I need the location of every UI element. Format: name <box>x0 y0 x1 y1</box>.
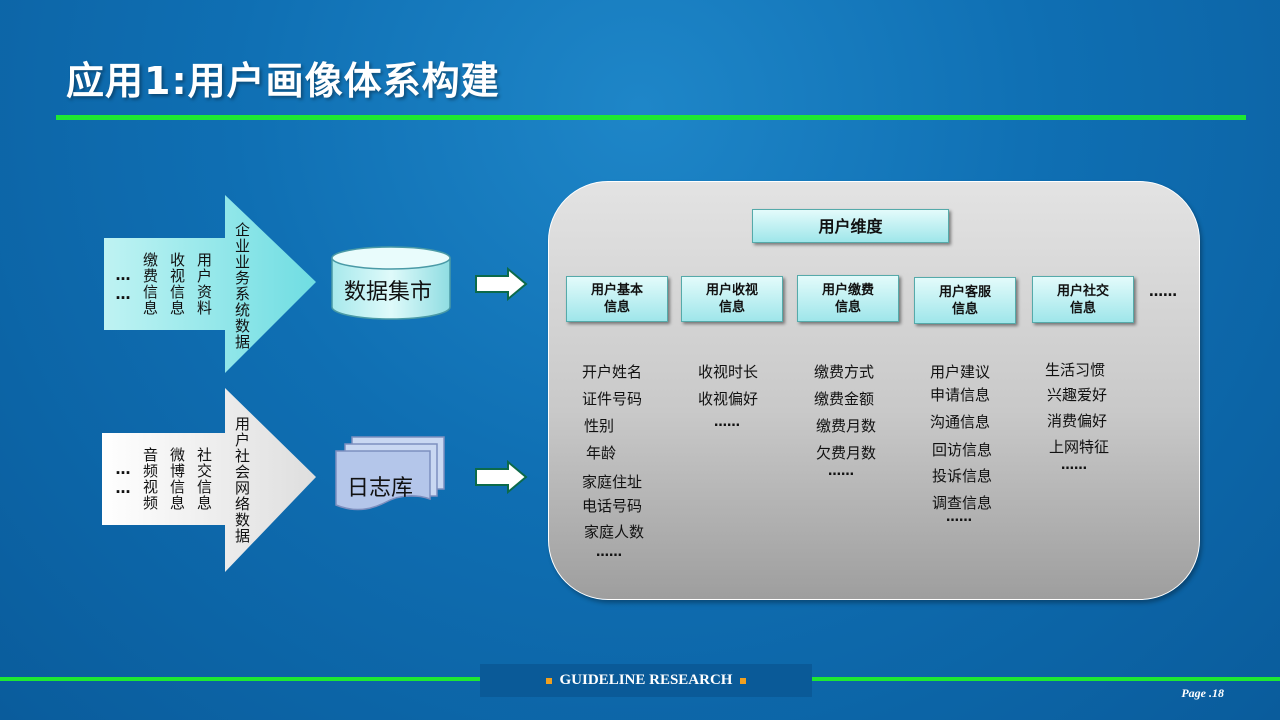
list-item: 收视时长 <box>698 363 759 381</box>
page-number: Page .18 <box>1181 686 1224 700</box>
footer-brand: GUIDELINE RESEARCH <box>480 664 812 697</box>
source1-label: 企业业务系统数据 <box>233 222 251 350</box>
source1-item: 缴费信息 <box>141 252 159 316</box>
source2-label: 用户社会网络数据 <box>233 416 251 544</box>
datamart-cylinder-icon <box>331 246 451 320</box>
page-title: 应用1:用户画像体系构建 <box>66 59 500 103</box>
list-item: 兴趣爱好 <box>1047 386 1108 404</box>
list-item: …… <box>1061 458 1087 473</box>
list-item: 开户姓名 <box>582 363 643 381</box>
list-item: 回访信息 <box>932 441 993 459</box>
list-item: 证件号码 <box>582 390 643 408</box>
list-item: 调查信息 <box>932 494 993 512</box>
list-item: 投诉信息 <box>932 467 993 485</box>
list-item: 生活习惯 <box>1045 361 1106 379</box>
list-item: 性别 <box>584 417 615 435</box>
category-header: 用户缴费信息 <box>797 275 899 322</box>
list-item: 电话号码 <box>582 497 643 515</box>
list-item: 收视偏好 <box>698 390 759 408</box>
list-item: …… <box>946 510 972 525</box>
source2-item: 微博信息 <box>168 447 186 511</box>
source-arrows <box>102 195 316 572</box>
list-item: 上网特征 <box>1049 438 1110 456</box>
list-item: 年龄 <box>586 444 617 462</box>
source1-item: 用户资料 <box>195 252 213 316</box>
business-data-arrow <box>104 195 316 373</box>
source2-item: 社交信息 <box>195 447 213 511</box>
list-item: …… <box>714 415 740 430</box>
source2-item: 音频视频 <box>141 447 159 511</box>
arrow-right-icon <box>475 460 528 494</box>
social-data-arrow <box>102 388 316 572</box>
title-divider <box>56 115 1246 120</box>
source1-item: 收视信息 <box>168 252 186 316</box>
more-categories: …… <box>1149 284 1177 300</box>
list-item: 缴费方式 <box>814 363 875 381</box>
bullet-icon <box>545 677 552 684</box>
category-header: 用户社交信息 <box>1032 276 1134 323</box>
list-item: 用户建议 <box>930 363 991 381</box>
logdb-label: 日志库 <box>347 476 414 501</box>
category-header: 用户基本信息 <box>566 276 668 322</box>
logdb-documents-icon <box>335 436 445 511</box>
list-item: 家庭住址 <box>582 473 643 491</box>
source2-item: …… <box>114 460 132 498</box>
list-item: 消费偏好 <box>1047 412 1108 430</box>
dimension-title: 用户维度 <box>752 209 949 243</box>
user-dimension-panel <box>548 181 1200 600</box>
list-item: 家庭人数 <box>584 523 645 541</box>
list-item: 申请信息 <box>930 386 991 404</box>
list-item: …… <box>596 545 622 560</box>
list-item: …… <box>828 464 854 479</box>
category-header: 用户客服信息 <box>914 277 1016 324</box>
arrow-right-icon <box>475 267 528 301</box>
list-item: 沟通信息 <box>930 413 991 431</box>
source1-item: …… <box>114 266 132 304</box>
footer-text: GUIDELINE RESEARCH <box>559 672 733 688</box>
list-item: 缴费月数 <box>816 417 877 435</box>
datamart-label: 数据集市 <box>344 280 433 305</box>
list-item: 欠费月数 <box>816 444 877 462</box>
category-header: 用户收视信息 <box>681 276 783 322</box>
list-item: 缴费金额 <box>814 390 875 408</box>
bullet-icon <box>740 677 747 684</box>
